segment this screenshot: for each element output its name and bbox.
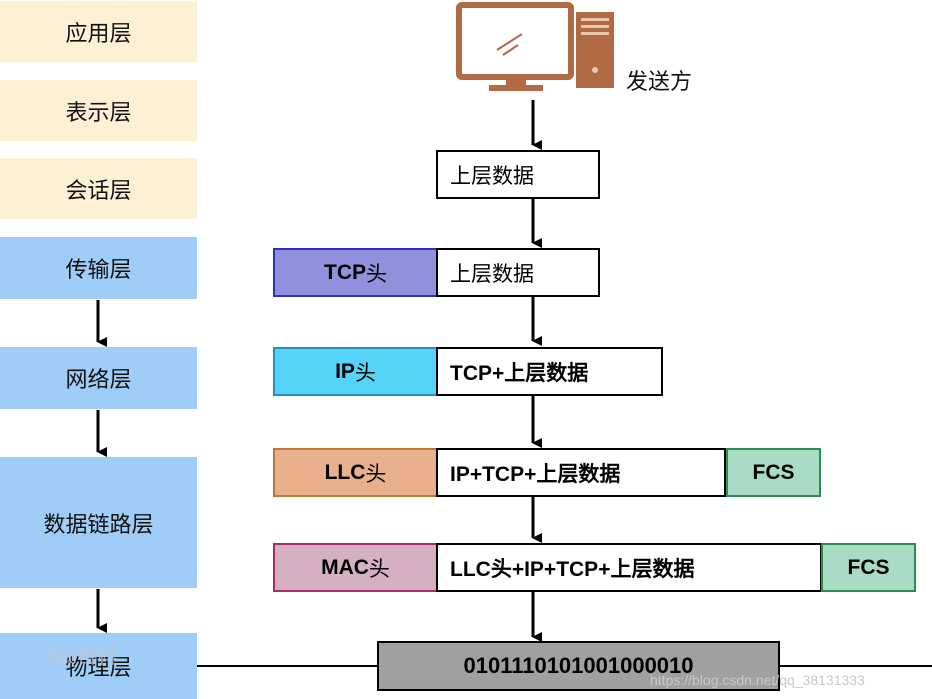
sender-label: 发送方	[626, 70, 693, 95]
layer-label: 网络层	[65, 368, 132, 393]
layer-network: 网络层	[0, 347, 197, 409]
fcs-text: FCS	[847, 555, 890, 579]
layer-presentation: 表示层	[0, 80, 197, 141]
layer-label: 数据链路层	[43, 512, 154, 538]
header-latin: TCP	[324, 260, 366, 284]
transport-data-box: 上层数据	[436, 248, 600, 297]
header-cjk: 头	[366, 261, 387, 286]
header-cjk: 头	[365, 461, 387, 486]
header-latin: LLC	[324, 460, 366, 484]
bits-text: 0101110101001000010	[463, 653, 694, 678]
layer-label: 应用层	[65, 21, 132, 47]
layer-transport: 传输层	[0, 237, 197, 299]
mac-data-text: LLC头+IP+TCP+上层数据	[450, 557, 695, 581]
header-cjk: 头	[354, 360, 376, 385]
csdn-watermark: https://blog.csdn.net/qq_38131333	[650, 672, 865, 688]
layer-label: 传输层	[65, 258, 132, 283]
network-data-box: TCP+上层数据	[436, 347, 663, 396]
fcs-text: FCS	[752, 460, 795, 484]
header-latin: MAC	[321, 555, 369, 579]
mac-data-box: LLC头+IP+TCP+上层数据	[436, 543, 822, 592]
layer-label: 会话层	[65, 178, 132, 204]
computer-icon	[456, 2, 614, 91]
layer-physical: 物理层	[0, 633, 197, 699]
header-cjk: 头	[368, 556, 390, 581]
layer-application: 应用层	[0, 1, 197, 62]
layer-data-link: 数据链路层	[0, 457, 197, 588]
llc-fcs-box: FCS	[726, 448, 821, 497]
mac-fcs-box: FCS	[821, 543, 916, 592]
transport-data-text: 上层数据	[450, 261, 534, 286]
upper-data-text: 上层数据	[450, 163, 534, 188]
network-data-text: TCP+上层数据	[450, 361, 589, 385]
upper-data-box: 上层数据	[436, 150, 600, 199]
header-latin: IP	[335, 359, 355, 383]
baidu-watermark: Bai百科	[48, 646, 117, 668]
llc-data-box: IP+TCP+上层数据	[436, 448, 726, 497]
layer-session: 会话层	[0, 158, 197, 219]
llc-data-text: IP+TCP+上层数据	[450, 462, 621, 486]
physical-bits-box: 0101110101001000010	[377, 641, 780, 691]
layer-label: 表示层	[65, 100, 132, 126]
layer-label: 物理层	[65, 656, 132, 681]
